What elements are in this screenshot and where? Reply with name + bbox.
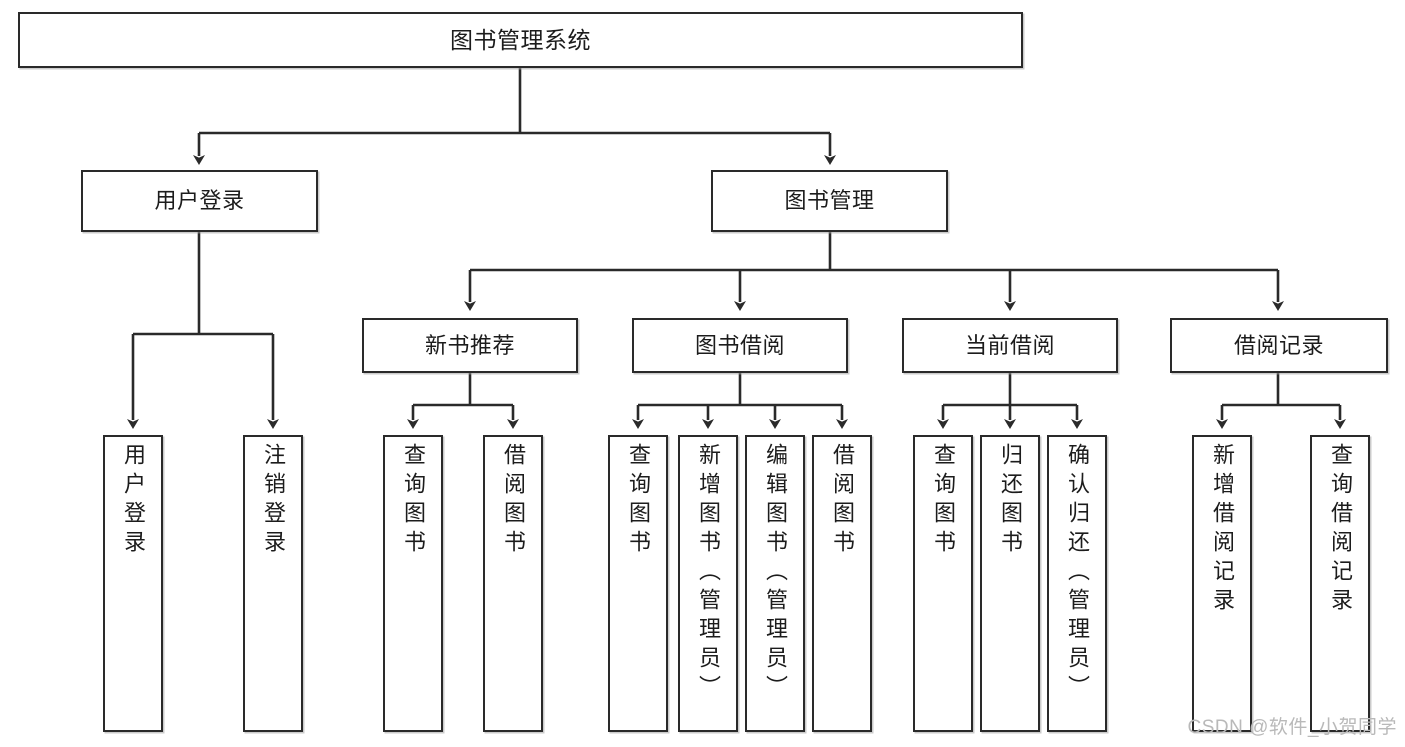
node-label: 确认归还（管理员） xyxy=(1065,443,1090,704)
leaf-confirm-return-admin[interactable]: 确认归还（管理员） xyxy=(1047,435,1107,732)
csdn-watermark: CSDN @软件_小贺同学 xyxy=(1187,717,1397,738)
node-label: 归还图书 xyxy=(998,443,1023,559)
leaf-query-borrowing-record[interactable]: 查询借阅记录 xyxy=(1310,435,1370,732)
leaf-add-book-admin[interactable]: 新增图书（管理员） xyxy=(678,435,738,732)
node-book-borrowing[interactable]: 图书借阅 xyxy=(632,318,848,373)
node-label: 借阅图书 xyxy=(830,443,855,559)
node-label: 新书推荐 xyxy=(424,332,515,358)
node-root-book-management-system[interactable]: 图书管理系统 xyxy=(18,12,1023,68)
node-user-login[interactable]: 用户登录 xyxy=(81,170,318,232)
node-label: 用户登录 xyxy=(154,188,245,214)
leaf-borrow-book-new-recommendation[interactable]: 借阅图书 xyxy=(483,435,543,732)
node-current-borrowing[interactable]: 当前借阅 xyxy=(902,318,1118,373)
node-label: 查询图书 xyxy=(401,443,426,559)
node-label: 新增图书（管理员） xyxy=(696,443,721,704)
node-label: 图书管理系统 xyxy=(450,26,591,53)
node-label: 查询借阅记录 xyxy=(1328,443,1353,617)
node-label: 注销登录 xyxy=(261,443,286,559)
node-label: 借阅记录 xyxy=(1233,332,1324,358)
node-label: 查询图书 xyxy=(626,443,651,559)
node-label: 当前借阅 xyxy=(964,332,1055,358)
node-book-management[interactable]: 图书管理 xyxy=(711,170,948,232)
node-label: 图书借阅 xyxy=(694,332,785,358)
leaf-add-borrowing-record[interactable]: 新增借阅记录 xyxy=(1192,435,1252,732)
node-borrowing-record[interactable]: 借阅记录 xyxy=(1170,318,1388,373)
leaf-user-logout[interactable]: 注销登录 xyxy=(243,435,303,732)
leaf-user-login[interactable]: 用户登录 xyxy=(103,435,163,732)
node-label: 查询图书 xyxy=(931,443,956,559)
leaf-query-book-borrowing[interactable]: 查询图书 xyxy=(608,435,668,732)
leaf-query-book-current[interactable]: 查询图书 xyxy=(913,435,973,732)
node-label: 用户登录 xyxy=(121,443,146,559)
leaf-return-book[interactable]: 归还图书 xyxy=(980,435,1040,732)
node-label: 借阅图书 xyxy=(501,443,526,559)
leaf-query-book-new-recommendation[interactable]: 查询图书 xyxy=(383,435,443,732)
leaf-edit-book-admin[interactable]: 编辑图书（管理员） xyxy=(745,435,805,732)
node-label: 编辑图书（管理员） xyxy=(763,443,788,704)
node-label: 图书管理 xyxy=(784,188,875,214)
leaf-borrow-book-borrowing[interactable]: 借阅图书 xyxy=(812,435,872,732)
node-label: 新增借阅记录 xyxy=(1210,443,1235,617)
node-new-book-recommendation[interactable]: 新书推荐 xyxy=(362,318,578,373)
